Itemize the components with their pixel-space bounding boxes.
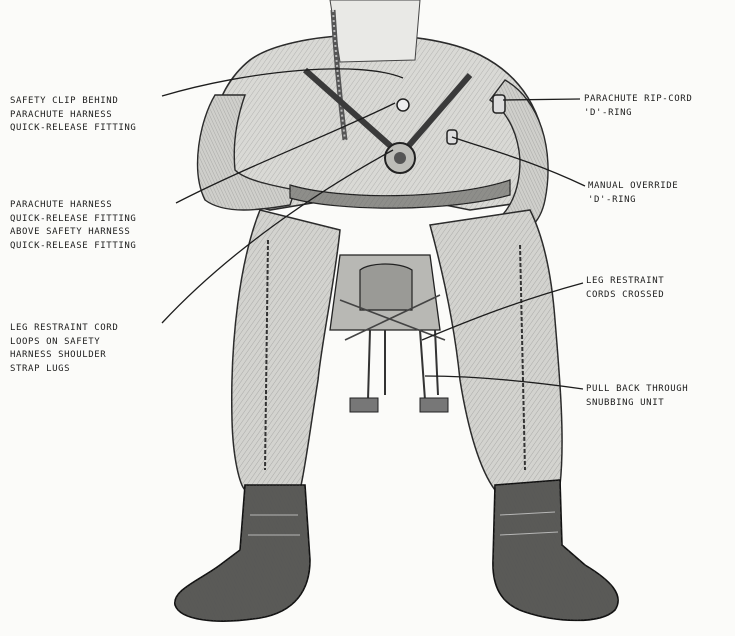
seat-snubbing-unit [330,255,448,412]
callout-line: QUICK-RELEASE FITTING [10,122,136,136]
callout-rip-cord: PARACHUTE RIP-CORD 'D'-RING [584,93,692,120]
callout-line: CORDS CROSSED [586,289,664,303]
callout-parachute-harness: PARACHUTE HARNESS QUICK-RELEASE FITTING … [10,199,136,253]
callout-leg-restraint-crossed: LEG RESTRAINT CORDS CROSSED [586,275,664,302]
callout-line: PARACHUTE RIP-CORD [584,93,692,107]
safety-clip [397,99,409,111]
callout-line: SAFETY CLIP BEHIND [10,95,136,109]
callout-line: SNUBBING UNIT [586,397,688,411]
left-boot [175,485,310,621]
callout-leg-restraint-loops: LEG RESTRAINT CORD LOOPS ON SAFETY HARNE… [10,322,118,376]
callout-line: PULL BACK THROUGH [586,383,688,397]
callout-line: QUICK-RELEASE FITTING [10,213,136,227]
callout-line: PARACHUTE HARNESS [10,109,136,123]
callout-safety-clip: SAFETY CLIP BEHIND PARACHUTE HARNESS QUI… [10,95,136,136]
callout-pull-back: PULL BACK THROUGH SNUBBING UNIT [586,383,688,410]
callout-line: LOOPS ON SAFETY [10,336,118,350]
callout-line: 'D'-RING [588,194,678,208]
right-leg [430,210,562,490]
callout-line: ABOVE SAFETY HARNESS [10,226,136,240]
callout-line: 'D'-RING [584,107,692,121]
callout-manual-override: MANUAL OVERRIDE 'D'-RING [588,180,678,207]
callout-line: MANUAL OVERRIDE [588,180,678,194]
callout-line: STRAP LUGS [10,363,118,377]
callout-line: LEG RESTRAINT [586,275,664,289]
right-boot [493,480,618,620]
callout-line: QUICK-RELEASE FITTING [10,240,136,254]
left-leg [232,210,340,490]
rip-cord-d-ring [493,95,505,113]
callout-line: LEG RESTRAINT CORD [10,322,118,336]
callout-line: HARNESS SHOULDER [10,349,118,363]
callout-line: PARACHUTE HARNESS [10,199,136,213]
